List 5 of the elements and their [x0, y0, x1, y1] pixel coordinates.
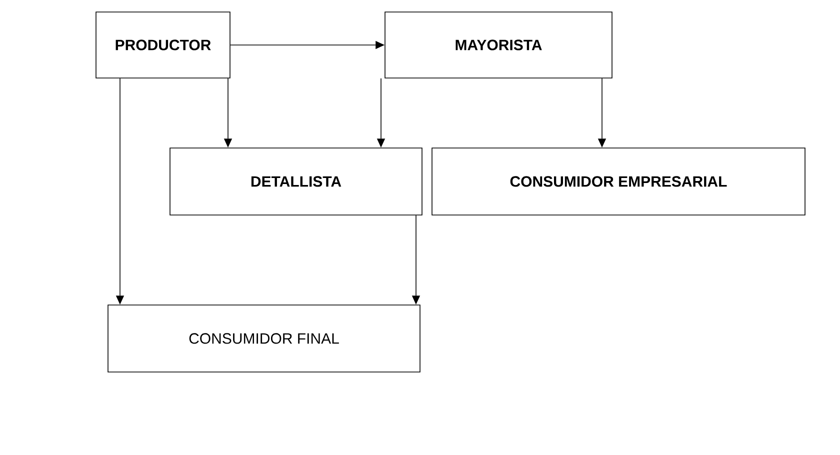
process-box: PRODUCTOR: [96, 12, 230, 78]
process-box: DETALLISTA: [170, 148, 422, 216]
process-box: MAYORISTA: [384, 12, 612, 78]
process-box: CONSUMIDOR EMPRESARIAL: [432, 148, 806, 216]
process-box: CONSUMIDOR FINAL: [108, 304, 420, 372]
